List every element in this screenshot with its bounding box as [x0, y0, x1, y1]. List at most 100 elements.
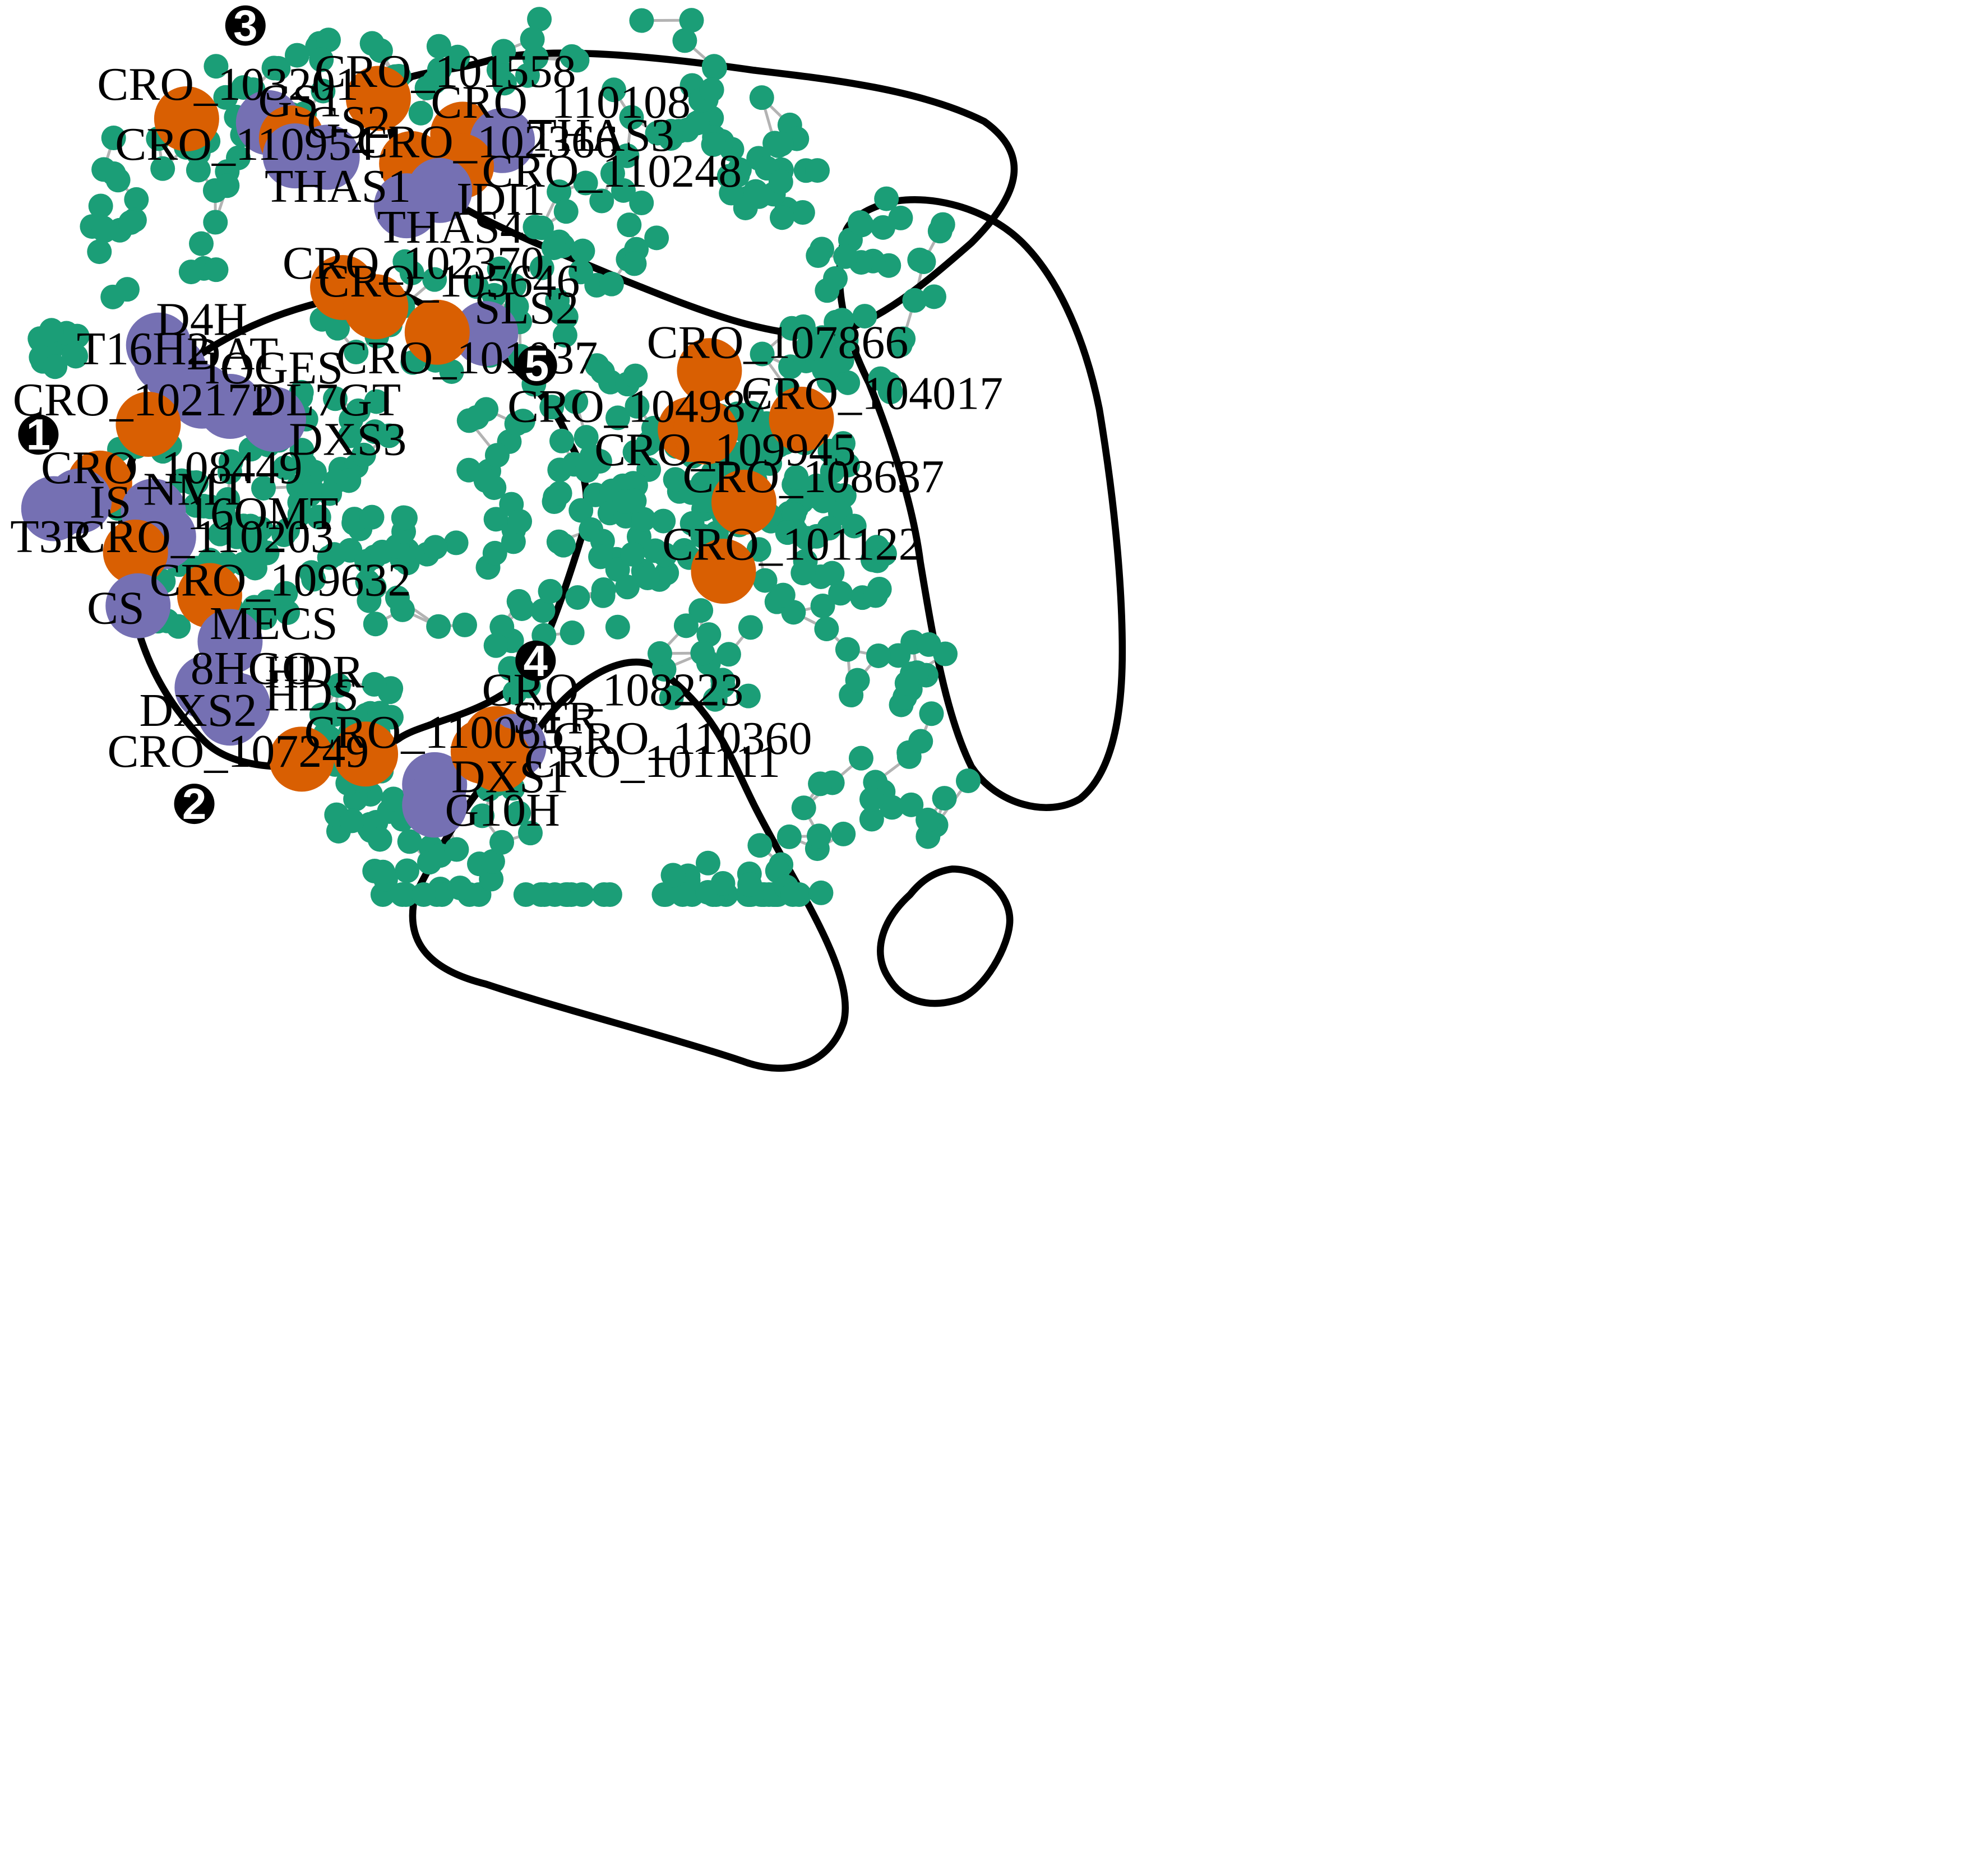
- gene-label-is: IS: [90, 476, 132, 528]
- gene-node: [919, 701, 944, 726]
- module-badge-2: 2: [174, 779, 215, 828]
- gene-label-t16h2: T16H2: [77, 323, 210, 375]
- gene-node-cro_108637: [711, 470, 776, 535]
- gene-node: [790, 561, 816, 586]
- gene-node: [166, 614, 191, 639]
- gene-node: [541, 235, 566, 261]
- gene-node: [203, 210, 228, 235]
- gene-node: [43, 354, 68, 379]
- gene-node: [829, 308, 854, 333]
- gene-node: [489, 614, 515, 640]
- gene-node: [794, 526, 820, 551]
- gene-node: [549, 428, 574, 453]
- gene-node: [359, 504, 385, 530]
- gene-node: [317, 481, 343, 506]
- module-badge-number: 3: [233, 1, 257, 50]
- gene-node: [479, 867, 504, 892]
- gene-node: [644, 225, 669, 251]
- gene-label-cs: CS: [87, 582, 145, 635]
- gene-node-cro_102172: [115, 391, 181, 457]
- gene-node: [552, 323, 577, 348]
- gene-node: [124, 187, 149, 212]
- gene-node: [597, 882, 622, 907]
- gene-node: [660, 863, 686, 888]
- gene-node-cro_104017: [769, 386, 834, 452]
- gene-node: [859, 807, 884, 832]
- gene-node: [422, 267, 447, 292]
- gene-node: [710, 870, 736, 896]
- gene-node: [902, 288, 927, 313]
- gene-node: [273, 581, 298, 606]
- module-badge-number: 2: [182, 779, 206, 828]
- module-badge-circle: [516, 345, 557, 386]
- gene-node: [834, 328, 859, 353]
- gene-node: [539, 395, 565, 420]
- gene-node: [547, 179, 572, 205]
- gene-node: [651, 508, 676, 534]
- gene-node: [612, 489, 637, 514]
- gene-node: [600, 161, 625, 186]
- gene-node: [631, 507, 656, 532]
- gene-node: [186, 158, 211, 183]
- gene-node-cro_101558: [345, 66, 411, 131]
- gene-label-cro_109632: CRO_109632: [150, 554, 412, 606]
- module-outline-5: [836, 196, 1126, 811]
- module-badge-number: 4: [524, 636, 548, 686]
- gene-node: [568, 260, 594, 285]
- gene-node: [710, 673, 736, 698]
- gene-node-g10h: [402, 772, 468, 838]
- gene-node: [529, 255, 554, 280]
- gene-label-sls2: SLS2: [474, 282, 579, 334]
- gene-label-gs1: GS1: [258, 75, 342, 127]
- module-badge-number: 5: [525, 341, 549, 390]
- gene-node: [629, 8, 654, 33]
- gene-node: [647, 641, 672, 666]
- gene-label-cro_110360: CRO_110360: [552, 712, 812, 765]
- gene-node: [808, 880, 834, 905]
- gene-node: [852, 304, 877, 329]
- gene-node: [311, 78, 336, 104]
- gene-node: [309, 47, 334, 72]
- gene-label-thas1: THAS1: [265, 160, 411, 212]
- gene-node: [351, 442, 376, 467]
- gene-node: [768, 169, 793, 195]
- gene-node: [891, 326, 916, 351]
- module-badge-3: 3: [225, 1, 266, 50]
- gene-node: [207, 521, 233, 547]
- gene-node: [749, 85, 774, 110]
- gene-node: [390, 882, 415, 907]
- gene-node-sls2: [453, 301, 519, 367]
- gene-label-cro_108449: CRO_108449: [41, 442, 303, 494]
- gene-node: [215, 173, 240, 198]
- gene-node: [780, 882, 806, 907]
- gene-label-hdr: HDR: [265, 646, 364, 698]
- gene-label-cro_104017: CRO_104017: [741, 368, 1003, 420]
- gene-node: [570, 238, 595, 263]
- gene-node: [560, 44, 585, 69]
- gene-node: [563, 389, 589, 414]
- gene-node: [828, 581, 853, 606]
- gene-node: [570, 882, 595, 907]
- gene-node: [483, 507, 508, 532]
- gene-node: [530, 598, 556, 623]
- gene-node: [659, 685, 684, 710]
- gene-node: [835, 637, 860, 662]
- gene-node: [679, 8, 704, 33]
- gene-label-t3r: T3R: [10, 511, 94, 563]
- gene-node: [888, 205, 913, 230]
- gene-node-cro_110203: [103, 519, 168, 585]
- gene-label-cro_110203: CRO_110203: [74, 511, 334, 563]
- gene-node: [105, 168, 131, 193]
- gene-node: [820, 561, 845, 586]
- gene-node: [452, 612, 478, 637]
- gene-node: [178, 260, 204, 285]
- gene-node: [527, 7, 552, 32]
- gene-label-8hgo: 8HGO: [191, 642, 316, 694]
- gene-node: [184, 470, 209, 495]
- gene-node: [916, 807, 941, 832]
- gene-node-thas4: [374, 173, 440, 239]
- gene-node: [266, 55, 291, 81]
- gene-node: [695, 850, 720, 876]
- gene-node: [932, 786, 957, 811]
